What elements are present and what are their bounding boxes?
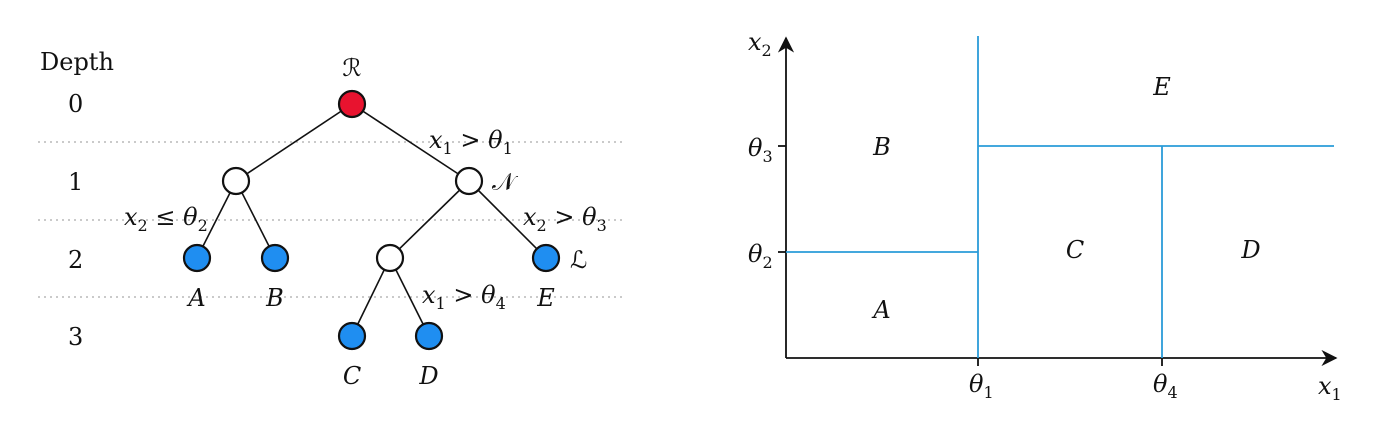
region-label-c: C <box>1066 236 1084 264</box>
y-axis-label: x2 <box>748 28 772 60</box>
depth-level-2: 2 <box>68 246 83 274</box>
root-label: ℛ <box>342 54 361 82</box>
x-tick-label-theta1: θ1 <box>969 370 994 402</box>
region-label-e: E <box>1152 73 1171 101</box>
leaf-node-a <box>182 243 212 273</box>
internal-node-left <box>221 166 251 196</box>
split-condition-x2-le-theta2: x2 ≤ θ2 <box>124 203 208 235</box>
leaf-node-b <box>260 243 290 273</box>
internal-node-depth2 <box>375 243 405 273</box>
split-condition-x1-gt-theta1: x1 > θ1 <box>429 126 513 158</box>
leaf-label-e: E <box>536 284 555 312</box>
internal-node-n <box>454 166 484 196</box>
internal-node-label: 𝒩 <box>492 168 519 196</box>
depth-level-3: 3 <box>68 323 83 351</box>
leaf-label-c: C <box>343 362 361 390</box>
region-label-d: D <box>1240 236 1260 264</box>
x-axis-label: x1 <box>1318 372 1342 404</box>
depth-header: Depth <box>40 48 114 76</box>
tree-edge <box>468 180 547 259</box>
decision-tree: Depth 0 1 2 3 ℛ 𝒩 ℒ A B C <box>38 48 622 390</box>
leaf-label-b: B <box>265 284 284 312</box>
leaf-node-e <box>531 243 561 273</box>
y-tick-label-theta3: θ3 <box>748 134 773 166</box>
region-label-b: B <box>872 133 891 161</box>
tree-edge <box>235 180 276 259</box>
tree-edge <box>235 103 353 182</box>
tree-edge <box>351 257 391 337</box>
region-label-a: A <box>871 296 890 324</box>
tree-edge <box>351 103 470 182</box>
leaf-node-label: ℒ <box>570 246 587 274</box>
split-condition-x2-gt-theta3: x2 > θ3 <box>523 203 607 235</box>
leaf-node-c <box>337 321 367 351</box>
leaf-label-d: D <box>418 362 438 390</box>
split-condition-x1-gt-theta4: x1 > θ4 <box>422 281 506 313</box>
tree-edge <box>389 180 470 259</box>
depth-level-1: 1 <box>68 168 83 196</box>
x-tick-label-theta4: θ4 <box>1153 370 1178 402</box>
root-node <box>337 89 367 119</box>
partition-plot: x2 x1 θ3 θ2 θ1 θ4 A B C D E <box>748 28 1342 404</box>
depth-level-0: 0 <box>68 90 83 118</box>
leaf-node-d <box>414 321 444 351</box>
leaf-label-a: A <box>186 284 205 312</box>
tree-edge <box>389 257 430 337</box>
y-tick-label-theta2: θ2 <box>748 240 773 272</box>
tree-edge <box>196 180 237 259</box>
